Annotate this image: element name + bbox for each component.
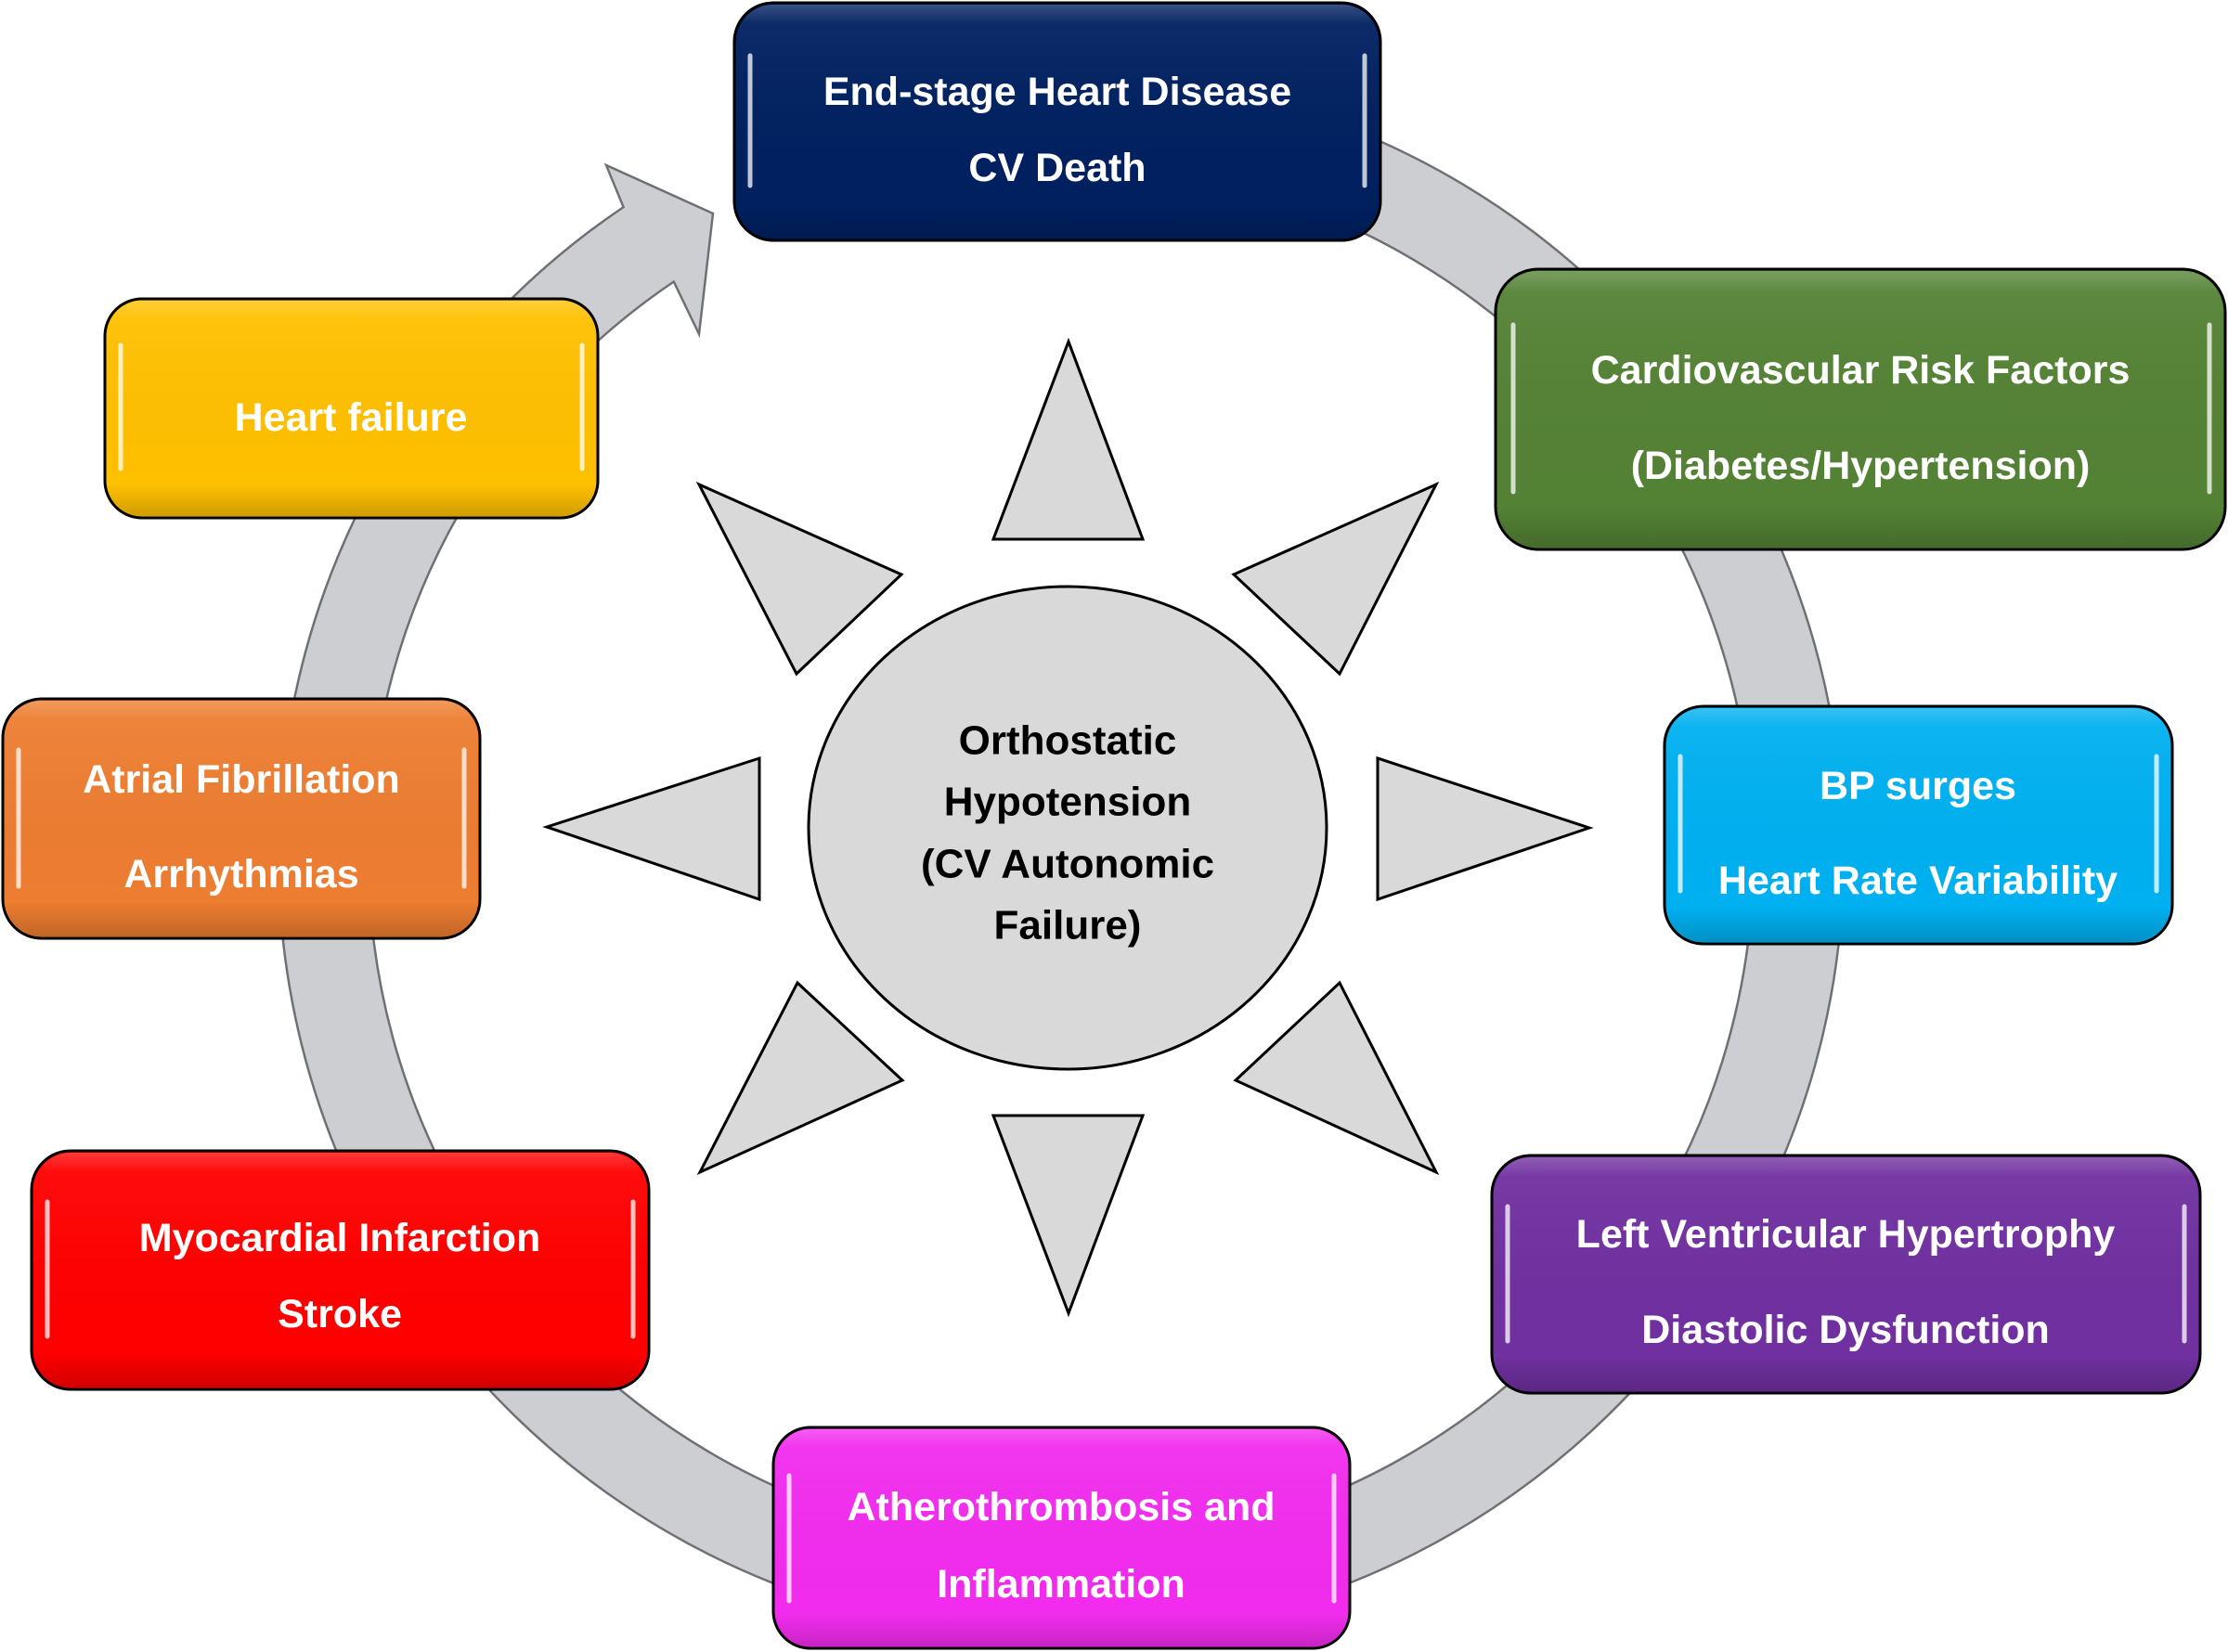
center-node: Orthostatic Hypotension (CV Autonomic Fa… xyxy=(807,585,1328,1071)
ray-right xyxy=(1376,755,1594,902)
ray-top-left xyxy=(695,481,904,677)
node-label-line-1: Cardiovascular Risk Factors xyxy=(1591,348,2131,393)
node-label-line-2: Heart Rate Variability xyxy=(1718,858,2118,903)
center-ellipse xyxy=(807,585,1328,1071)
cycle-arrow xyxy=(277,71,1846,1640)
node-label-line-2: Stroke xyxy=(278,1292,402,1336)
ray-bottom-left xyxy=(696,980,905,1176)
node-label-line-1: Atherothrombosis and xyxy=(847,1485,1275,1529)
node-box xyxy=(732,1,1382,242)
node-label-line-1: Atrial Fibrillation xyxy=(83,757,400,802)
center-line-1: Orthostatic xyxy=(959,718,1177,764)
ray-left xyxy=(542,755,761,902)
node-atrial-fibrillation: Atrial Fibrillation Arrhythmias xyxy=(1,697,482,940)
node-box xyxy=(30,1149,651,1391)
node-label-line-1: End-stage Heart Disease xyxy=(823,70,1291,114)
node-box xyxy=(1,697,482,940)
node-label-line-2: (Diabetes/Hypertension) xyxy=(1631,444,2091,488)
node-label-line-2: Inflammation xyxy=(937,1562,1185,1607)
center-line-3: (CV Autonomic xyxy=(921,842,1214,887)
ray-bottom-right xyxy=(1233,980,1440,1176)
node-bp-surges: BP surges Heart Rate Variability xyxy=(1663,704,2174,946)
rays xyxy=(542,337,1594,1318)
node-label-line-1: Myocardial Infarction xyxy=(139,1216,540,1260)
node-label-line-2: Arrhythmias xyxy=(123,852,358,897)
node-box xyxy=(1663,704,2174,946)
node-cardiovascular-risk-factors: Cardiovascular Risk Factors (Diabetes/Hy… xyxy=(1494,267,2227,551)
node-label-line-1: BP surges xyxy=(1820,764,2016,808)
node-heart-failure: Heart failure xyxy=(103,297,600,520)
center-line-4: Failure) xyxy=(994,903,1142,949)
node-end-stage-heart-disease: End-stage Heart Disease CV Death xyxy=(732,1,1382,242)
node-left-ventricular-hypertrophy: Left Ventricular Hypertrophy Diastolic D… xyxy=(1490,1154,2202,1395)
node-label-line-1: Heart failure xyxy=(235,395,468,440)
ray-top-right xyxy=(1231,481,1440,677)
node-box xyxy=(1494,267,2227,551)
node-label-line-1: Left Ventricular Hypertrophy xyxy=(1576,1212,2116,1257)
node-atherothrombosis: Atherothrombosis and Inflammation xyxy=(771,1426,1352,1650)
node-box xyxy=(1490,1154,2202,1395)
ray-top xyxy=(991,337,1146,541)
node-box xyxy=(771,1426,1352,1650)
center-line-2: Hypotension xyxy=(944,780,1191,825)
node-label-line-2: Diastolic Dysfunction xyxy=(1641,1308,2050,1352)
node-myocardial-infarction: Myocardial Infarction Stroke xyxy=(30,1149,651,1391)
ray-bottom xyxy=(991,1114,1146,1318)
node-label-line-2: CV Death xyxy=(968,146,1146,190)
